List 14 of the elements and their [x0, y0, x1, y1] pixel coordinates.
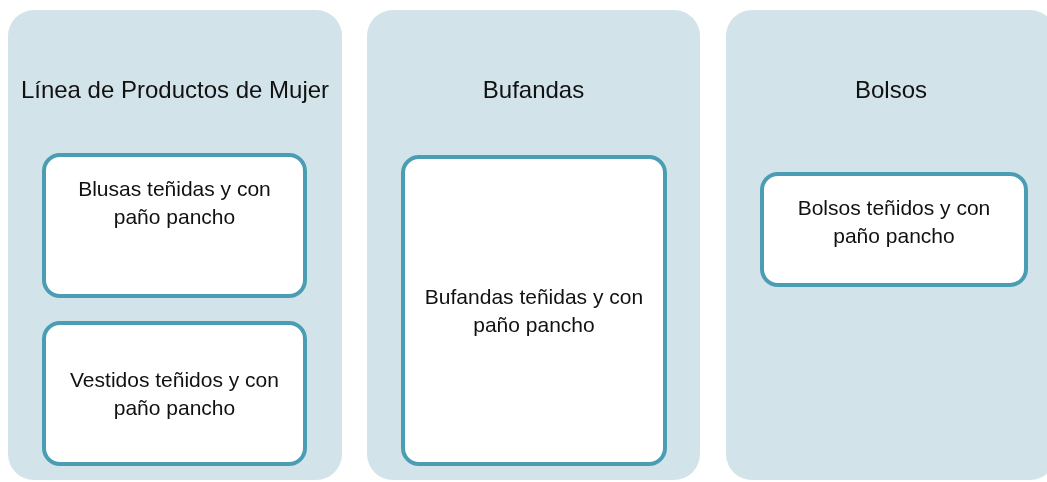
category-heading: Bufandas: [482, 75, 585, 105]
category-panel: [367, 10, 700, 480]
product-box: [42, 153, 307, 298]
product-label: Blusas teñidas y con paño pancho: [77, 176, 272, 230]
category-heading: Bolsos: [854, 75, 927, 105]
category-heading: Línea de Productos de Mujer: [20, 75, 330, 105]
product-label: Vestidos teñidos y con paño pancho: [69, 366, 280, 421]
product-box: [401, 155, 667, 466]
category-panel: [8, 10, 342, 480]
product-label: Bolsos teñidos y con paño pancho: [796, 195, 992, 249]
product-label: Bufandas teñidas y con paño pancho: [423, 283, 645, 338]
category-panel: [726, 10, 1047, 480]
product-box: [760, 172, 1028, 287]
product-box: [42, 321, 307, 466]
